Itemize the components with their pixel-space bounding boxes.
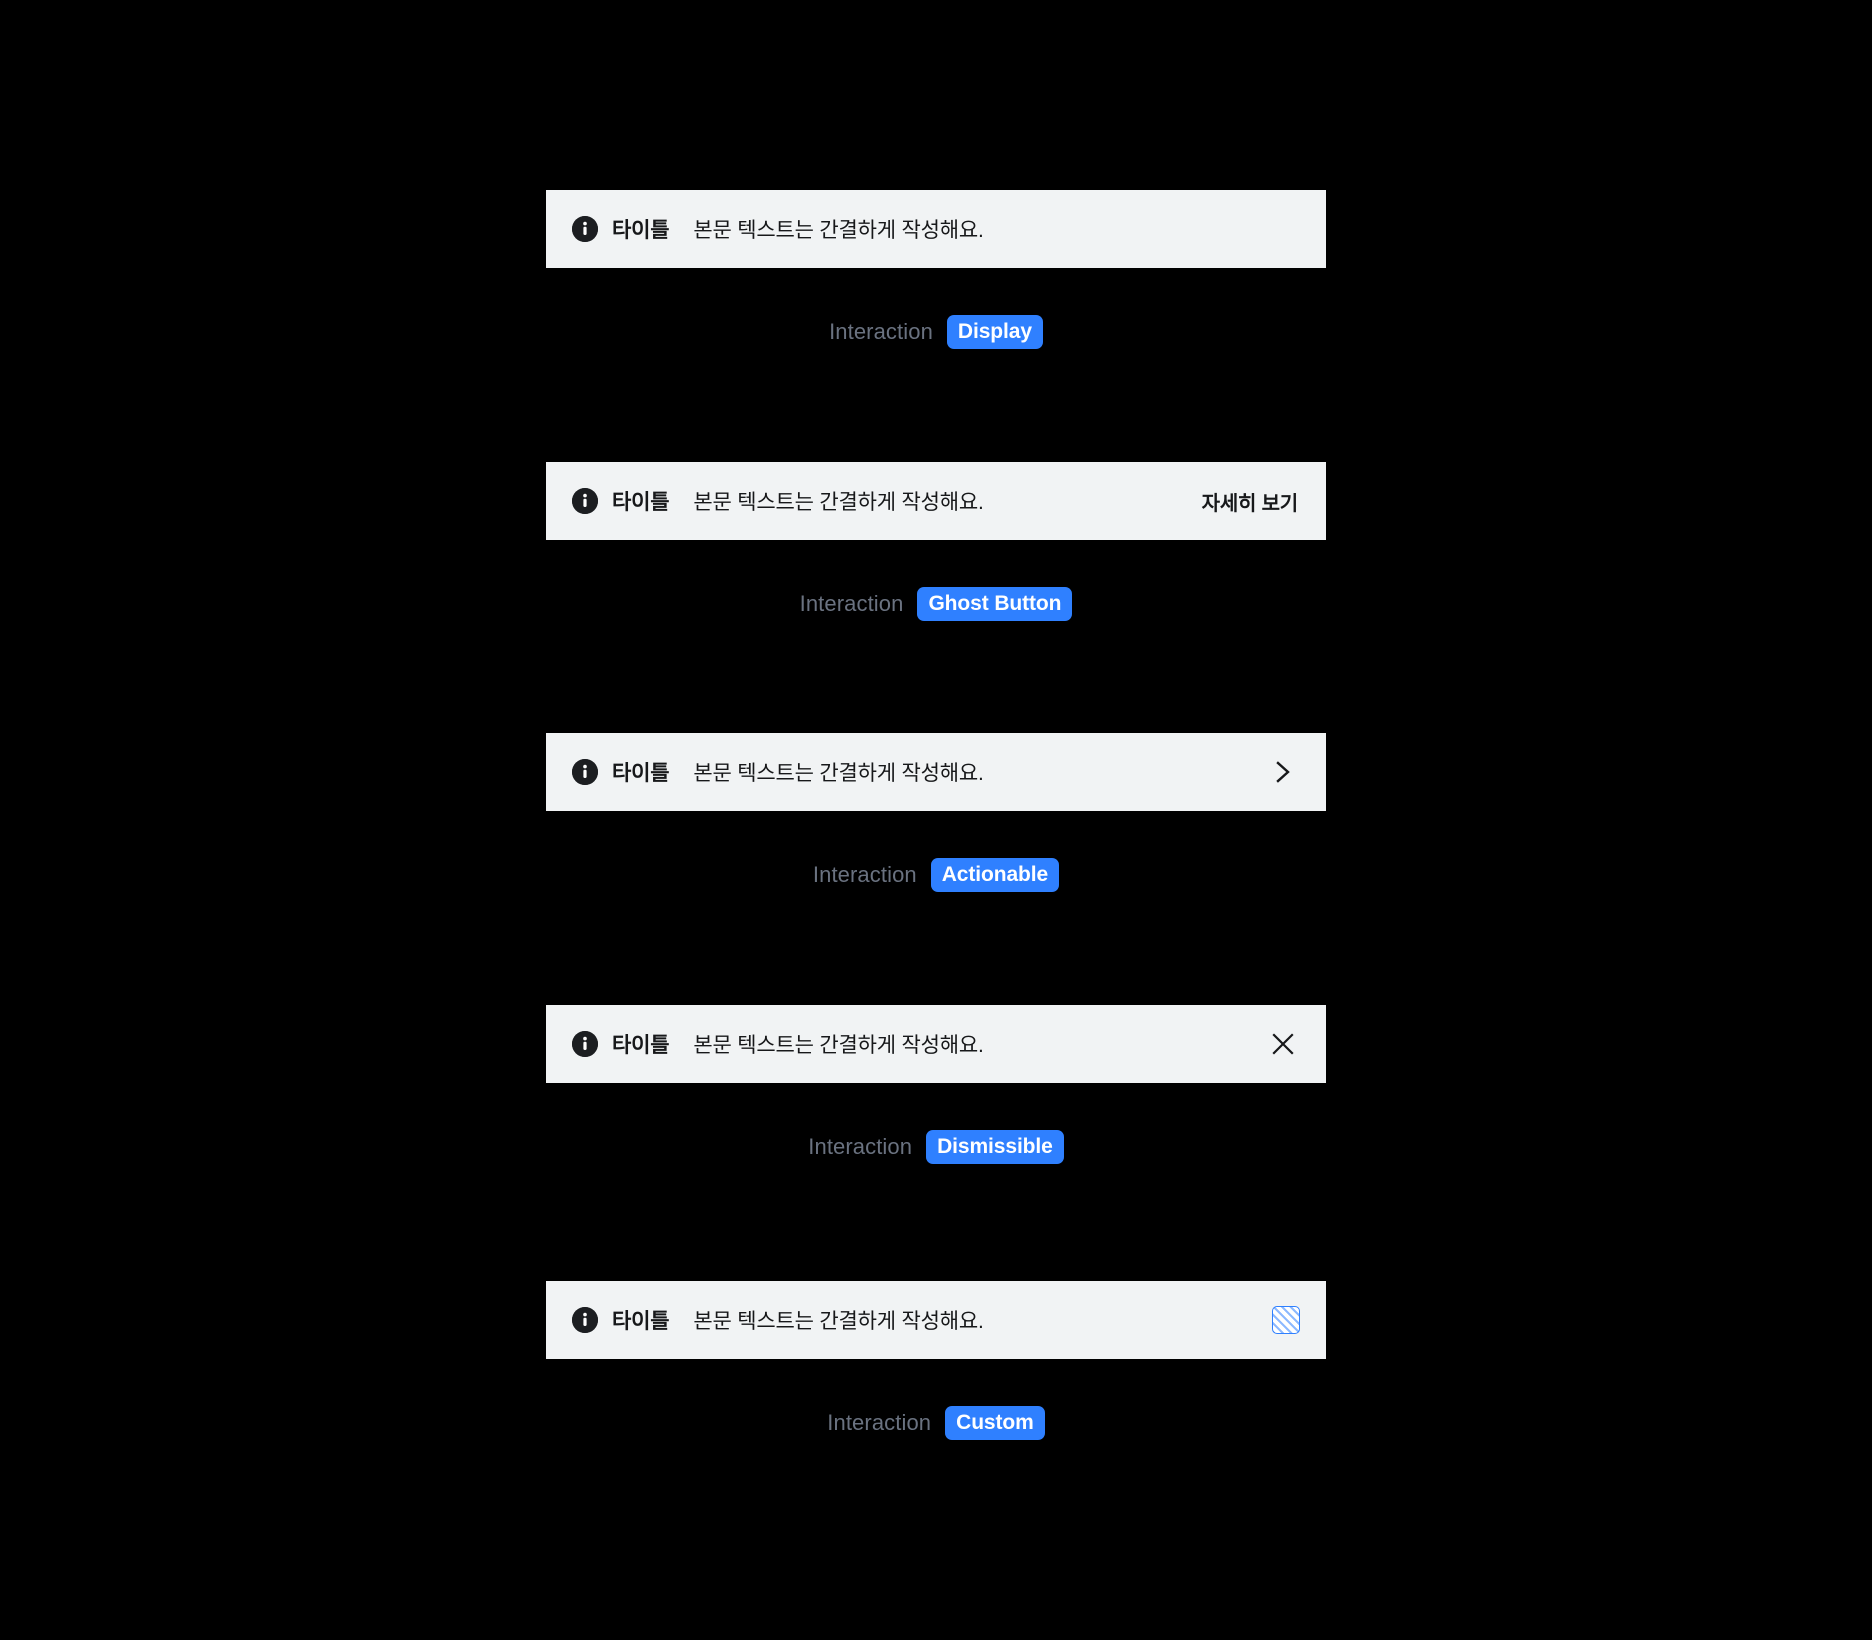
variant-pill-dismissible: Dismissible [926,1130,1064,1164]
banner-trailing: 자세히 보기 [1200,483,1300,520]
variant-pill-custom: Custom [945,1406,1045,1440]
caption-label: Interaction [829,319,933,344]
caption-row: Interaction Actionable [546,858,1326,892]
caption-label: Interaction [812,862,917,887]
info-icon [572,1031,598,1057]
banner-trailing [1266,1027,1300,1061]
banner-body: 본문 텍스트는 간결하게 작성해요. [693,1310,984,1333]
banner-dismissible: 타이틀 본문 텍스트는 간결하게 작성해요. [546,1005,1326,1083]
caption-row: Interaction Display [546,315,1326,349]
variant-pill-display: Display [946,315,1043,349]
banner-content: 타이틀 본문 텍스트는 간결하게 작성해요. [572,1305,1252,1335]
caption-label: Interaction [799,591,904,616]
info-icon [572,216,598,242]
banner-content: 타이틀 본문 텍스트는 간결하게 작성해요. [572,757,1246,787]
banner-actionable[interactable]: 타이틀 본문 텍스트는 간결하게 작성해요. [546,733,1326,811]
variant-pill-ghost-button: Ghost Button [917,587,1073,621]
custom-slot-placeholder[interactable] [1272,1306,1300,1334]
banner-group-dismissible: 타이틀 본문 텍스트는 간결하게 작성해요. Interaction Dismi… [546,1005,1326,1164]
info-icon [572,488,598,514]
banner-content: 타이틀 본문 텍스트는 간결하게 작성해요. [572,214,1280,244]
banner-title: 타이틀 [612,762,670,785]
banner-custom: 타이틀 본문 텍스트는 간결하게 작성해요. [546,1281,1326,1359]
banner-content: 타이틀 본문 텍스트는 간결하게 작성해요. [572,486,1180,516]
variant-pill-actionable: Actionable [930,858,1060,892]
caption-row: Interaction Ghost Button [546,587,1326,621]
banner-title: 타이틀 [612,219,670,242]
info-icon [572,759,598,785]
banner-body: 본문 텍스트는 간결하게 작성해요. [693,762,984,785]
caption-label: Interaction [808,1134,913,1159]
banner-display: 타이틀 본문 텍스트는 간결하게 작성해요. [546,190,1326,268]
banner-title: 타이틀 [612,1034,670,1057]
info-icon [572,1307,598,1333]
banner-trailing [1266,755,1300,789]
banner-group-display: 타이틀 본문 텍스트는 간결하게 작성해요. Interaction Displ… [546,190,1326,349]
banner-group-custom: 타이틀 본문 텍스트는 간결하게 작성해요. Interaction Custo… [546,1281,1326,1440]
ghost-button-view-details[interactable]: 자세히 보기 [1200,483,1300,520]
banner-group-ghost-button: 타이틀 본문 텍스트는 간결하게 작성해요. 자세히 보기 Interactio… [546,462,1326,621]
caption-row: Interaction Custom [546,1406,1326,1440]
banner-title: 타이틀 [612,1310,670,1333]
chevron-right-icon[interactable] [1266,755,1300,789]
banner-ghost-button: 타이틀 본문 텍스트는 간결하게 작성해요. 자세히 보기 [546,462,1326,540]
banner-content: 타이틀 본문 텍스트는 간결하게 작성해요. [572,1029,1246,1059]
caption-row: Interaction Dismissible [546,1130,1326,1164]
banner-body: 본문 텍스트는 간결하게 작성해요. [693,219,984,242]
banner-title: 타이틀 [612,491,670,514]
close-icon[interactable] [1266,1027,1300,1061]
banner-body: 본문 텍스트는 간결하게 작성해요. [693,1034,984,1057]
banner-group-actionable: 타이틀 본문 텍스트는 간결하게 작성해요. Interaction Actio… [546,733,1326,892]
caption-label: Interaction [827,1410,932,1435]
banner-body: 본문 텍스트는 간결하게 작성해요. [693,491,984,514]
banner-trailing [1272,1306,1300,1334]
